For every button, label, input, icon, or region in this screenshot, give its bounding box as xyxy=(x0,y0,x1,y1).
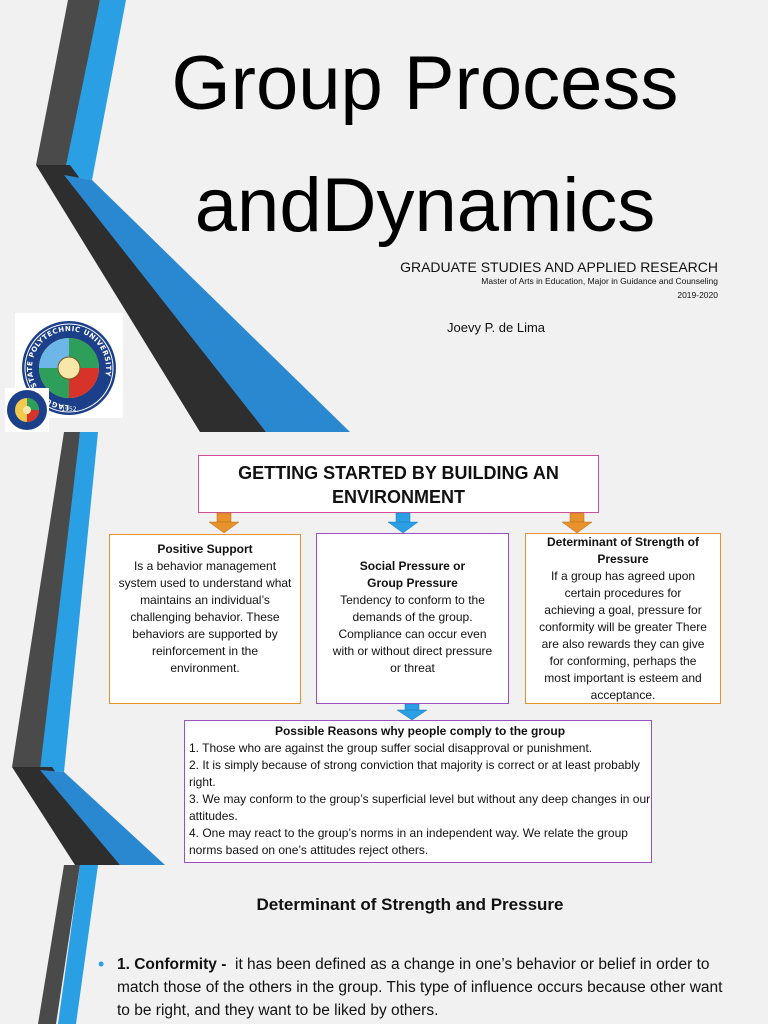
chevron-decoration xyxy=(38,865,98,1024)
chevron-dark-lower xyxy=(12,767,120,865)
determinant-body: If a group has agreed upon certain proce… xyxy=(539,569,707,702)
determinant-slide: Determinant of Strength and Pressure • 1… xyxy=(0,865,768,1024)
section-header: GETTING STARTED BY BUILDING AN ENVIRONME… xyxy=(198,455,599,513)
arrow-down-icon-bottom xyxy=(396,703,428,721)
arrow-down-icon-left xyxy=(208,512,240,534)
organization-name: GRADUATE STUDIES AND APPLIED RESEARCH xyxy=(400,259,718,275)
positive-support-box: Positive Support Is a behavior managemen… xyxy=(109,534,301,704)
slide-heading: Determinant of Strength and Pressure xyxy=(256,895,564,914)
chevron-blue-lower xyxy=(64,175,350,432)
arrow-down-icon-center xyxy=(387,512,419,534)
academic-year: 2019-2020 xyxy=(677,290,718,300)
chevron-blue-lower xyxy=(40,770,165,865)
chevron-dark-lower xyxy=(36,165,266,432)
chevron-decoration xyxy=(12,432,165,865)
reason-item: 1. Those who are against the group suffe… xyxy=(189,741,593,755)
chevron-blue-upper xyxy=(58,865,98,1024)
determinant-box: Determinant of Strength of Pressure If a… xyxy=(525,533,721,704)
chevron-blue-upper xyxy=(40,432,98,772)
connector-arrows xyxy=(208,512,593,721)
chevron-dark-upper xyxy=(38,865,80,1024)
chevron-dark-upper xyxy=(12,432,80,767)
determinant-title: Determinant of Strength of Pressure xyxy=(547,535,699,566)
bullet-separator: - xyxy=(216,956,231,973)
logo-year: 1952 xyxy=(61,406,76,413)
possible-reasons-box: Possible Reasons why people comply to th… xyxy=(184,720,652,863)
bullet-icon: • xyxy=(98,954,105,974)
social-pressure-title: Social Pressure or Group Pressure xyxy=(359,559,466,590)
university-logo-small xyxy=(5,388,49,432)
presenter-name: Joevy P. de Lima xyxy=(447,320,546,335)
chevron-blue-upper xyxy=(64,0,126,180)
title-slide: Group Process andDynamics GRADUATE STUDI… xyxy=(0,0,768,432)
chevron-dark-upper xyxy=(36,0,100,165)
slide-title-line-1: Group Process xyxy=(171,41,679,126)
environment-slide: GETTING STARTED BY BUILDING AN ENVIRONME… xyxy=(0,432,768,865)
bullet-term: 1. Conformity xyxy=(117,956,217,973)
possible-reasons-title: Possible Reasons why people comply to th… xyxy=(274,724,566,738)
reason-item: 2. It is simply because of strong convic… xyxy=(189,758,640,789)
arrow-down-icon-right xyxy=(561,512,593,534)
reason-item: 3. We may conform to the group’s superfi… xyxy=(189,792,651,823)
social-pressure-body: Tendency to conform to the demands of th… xyxy=(332,593,493,675)
slide-title-line-2: andDynamics xyxy=(194,163,656,248)
positive-support-title: Positive Support xyxy=(157,542,253,556)
reason-item: 4. One may react to the group’s norms in… xyxy=(189,826,628,857)
social-pressure-box: Social Pressure or Group Pressure Tenden… xyxy=(316,533,509,704)
positive-support-body: Is a behavior management system used to … xyxy=(118,559,292,675)
degree-program: Master of Arts in Education, Major in Gu… xyxy=(481,276,718,286)
bullet-text: it has been defined as a change in one’s… xyxy=(117,956,723,1019)
chevron-decoration xyxy=(36,0,350,432)
university-logo: LAGUNA STATE POLYTECHNIC UNIVERSITY 1952 xyxy=(15,313,123,418)
